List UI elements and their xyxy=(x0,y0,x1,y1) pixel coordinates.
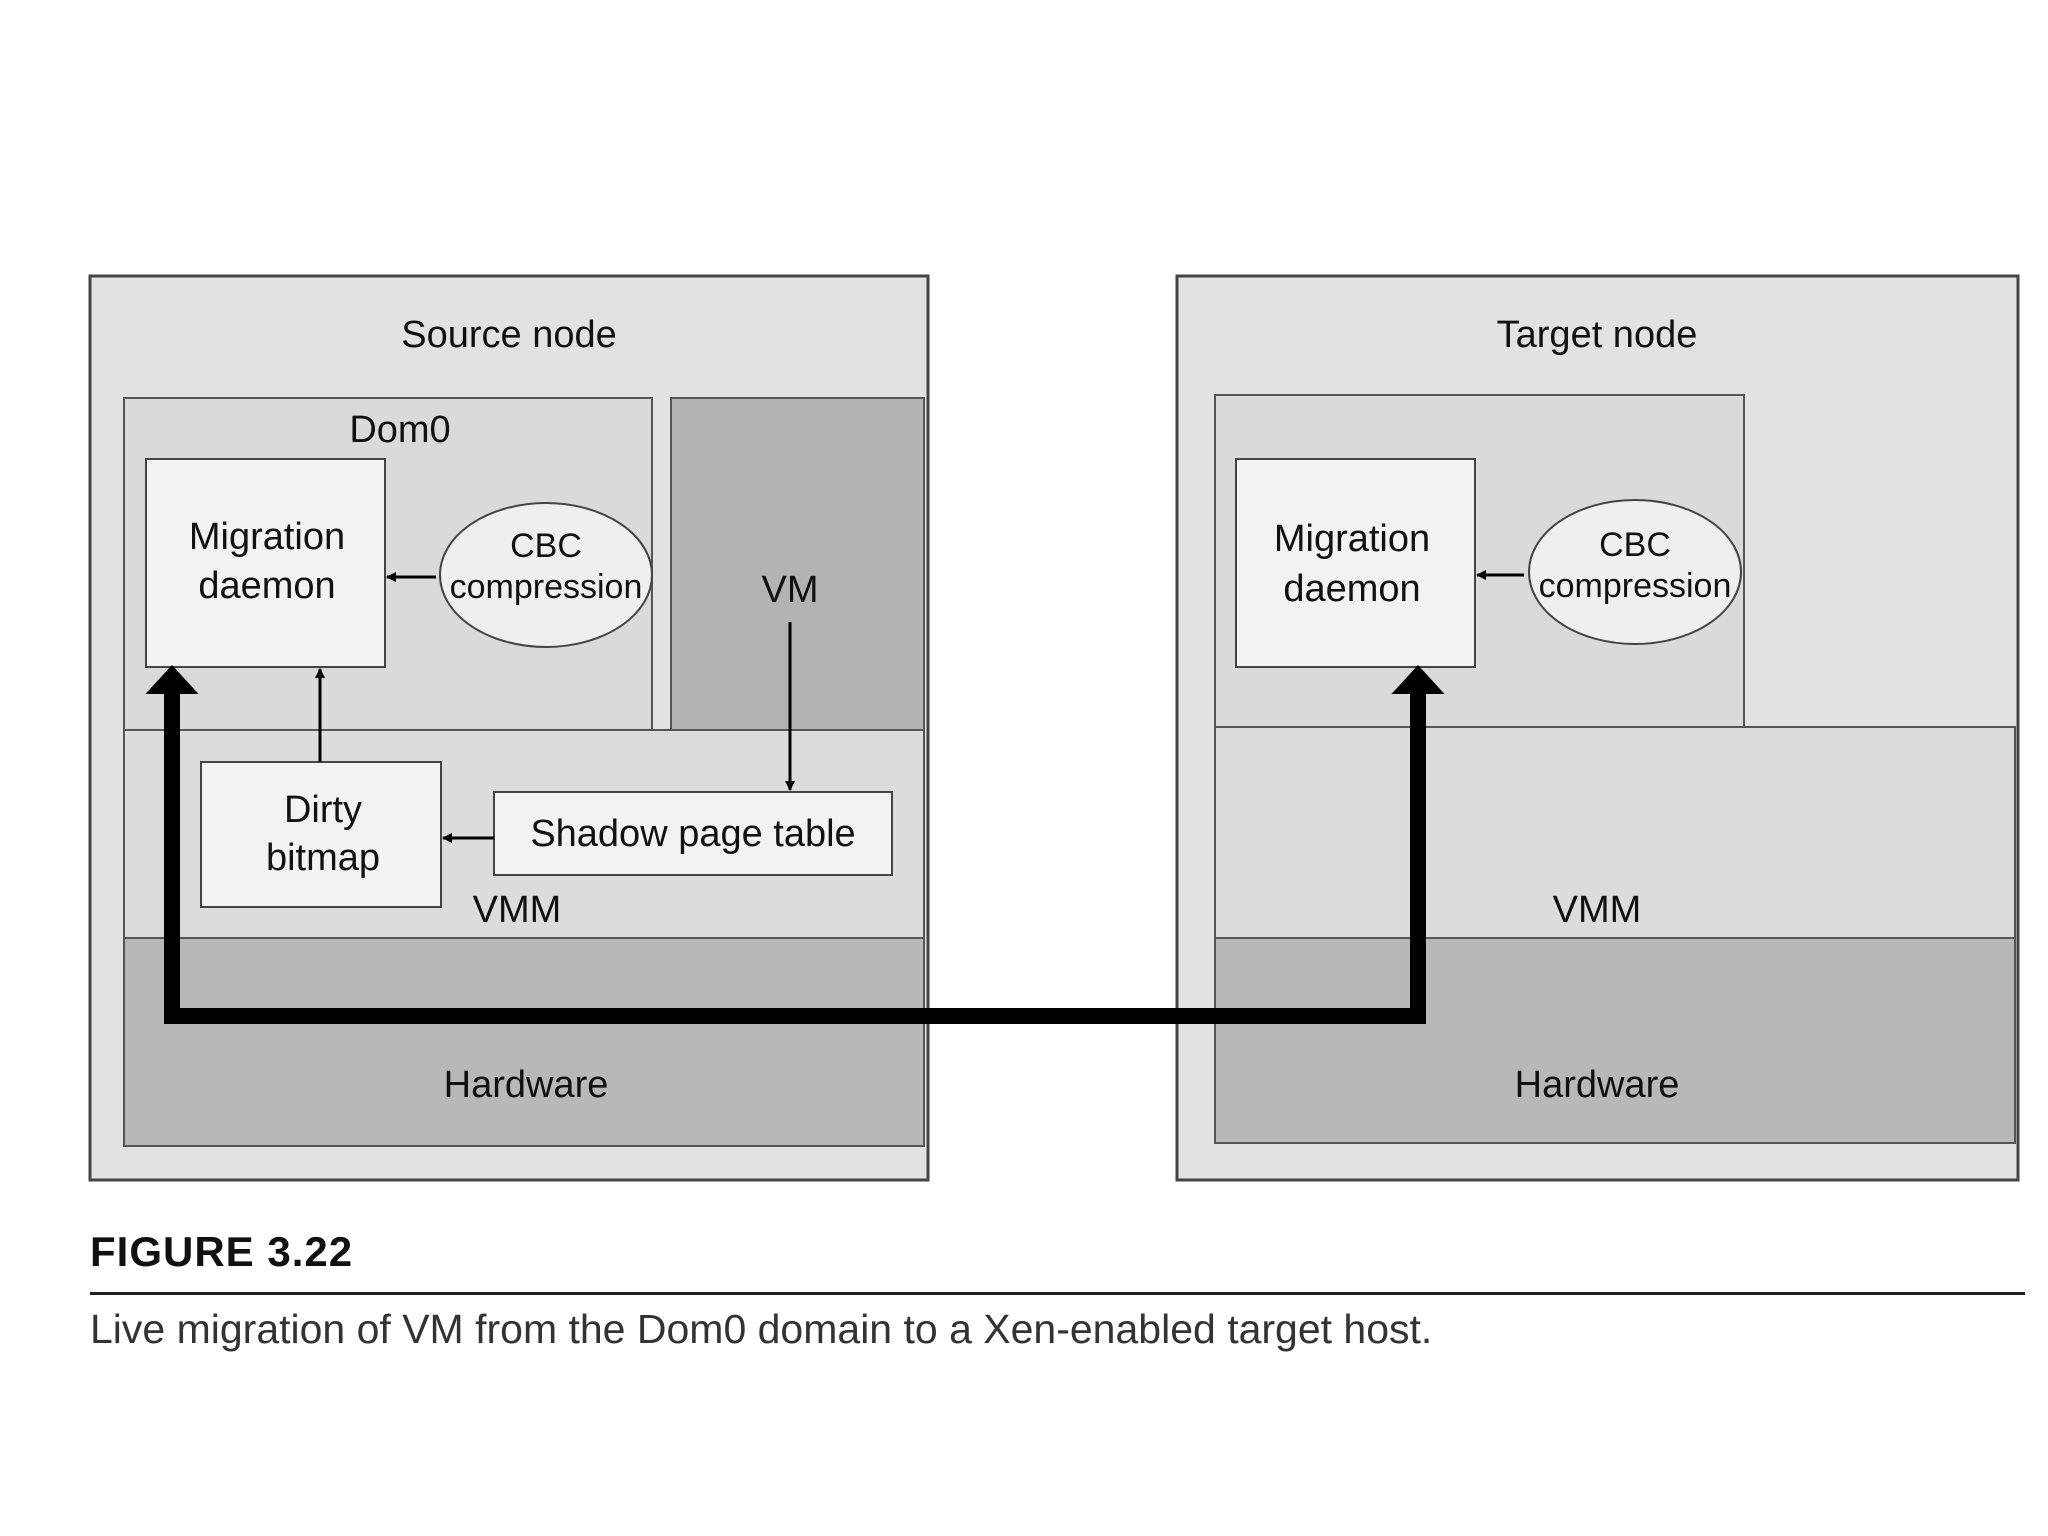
target-hardware-label: Hardware xyxy=(1515,1064,1680,1106)
migration-path-line xyxy=(164,692,1426,1024)
source-hardware-layer xyxy=(123,937,925,1147)
source-cbc-line2: compression xyxy=(450,568,643,606)
target-vmm-label: VMM xyxy=(1553,889,1642,931)
figure-number: FIGURE 3.22 xyxy=(90,1228,354,1275)
source-cbc-line1: CBC xyxy=(510,527,582,565)
source-dirty-bitmap-line1: Dirty xyxy=(284,789,362,831)
source-hardware-label: Hardware xyxy=(444,1064,609,1106)
migration-path-arrowhead-target xyxy=(1391,665,1445,694)
source-cbc-compression-ellipse xyxy=(439,502,653,648)
source-dirty-bitmap-box xyxy=(200,761,442,908)
target-cbc-line1: CBC xyxy=(1599,526,1671,564)
figure-caption: Live migration of VM from the Dom0 domai… xyxy=(90,1306,1433,1352)
source-vm-box xyxy=(670,397,925,731)
source-node-title: Source node xyxy=(401,314,617,356)
target-node: Target node VMM Hardware Migration daemo… xyxy=(1175,274,2020,1182)
target-node-title: Target node xyxy=(1497,314,1698,356)
target-vmm-layer xyxy=(1214,726,2016,939)
source-migration-daemon-line2: daemon xyxy=(198,565,335,607)
target-cbc-compression-ellipse xyxy=(1528,499,1742,645)
target-migration-daemon-box xyxy=(1235,458,1476,668)
source-migration-daemon-box xyxy=(145,458,386,668)
target-migration-daemon-line2: daemon xyxy=(1283,568,1420,610)
migration-path xyxy=(145,665,1445,1024)
source-dirty-bitmap-line2: bitmap xyxy=(266,837,380,879)
source-migration-daemon-line1: Migration xyxy=(189,516,345,558)
source-shadow-page-table-label: Shadow page table xyxy=(530,813,855,855)
source-dom0-label: Dom0 xyxy=(349,409,450,451)
target-hardware-layer xyxy=(1214,937,2016,1144)
target-cbc-line2: compression xyxy=(1539,567,1732,605)
migration-path-arrowhead-source xyxy=(145,665,199,694)
source-shadow-page-table-box xyxy=(493,791,893,876)
source-node: Source node Dom0 VM VMM Hardware Migrati… xyxy=(88,274,930,1182)
target-migration-daemon-line1: Migration xyxy=(1274,518,1430,560)
source-vmm-label: VMM xyxy=(473,889,562,931)
source-vm-label: VM xyxy=(762,569,819,611)
figure-divider xyxy=(90,1292,2025,1295)
